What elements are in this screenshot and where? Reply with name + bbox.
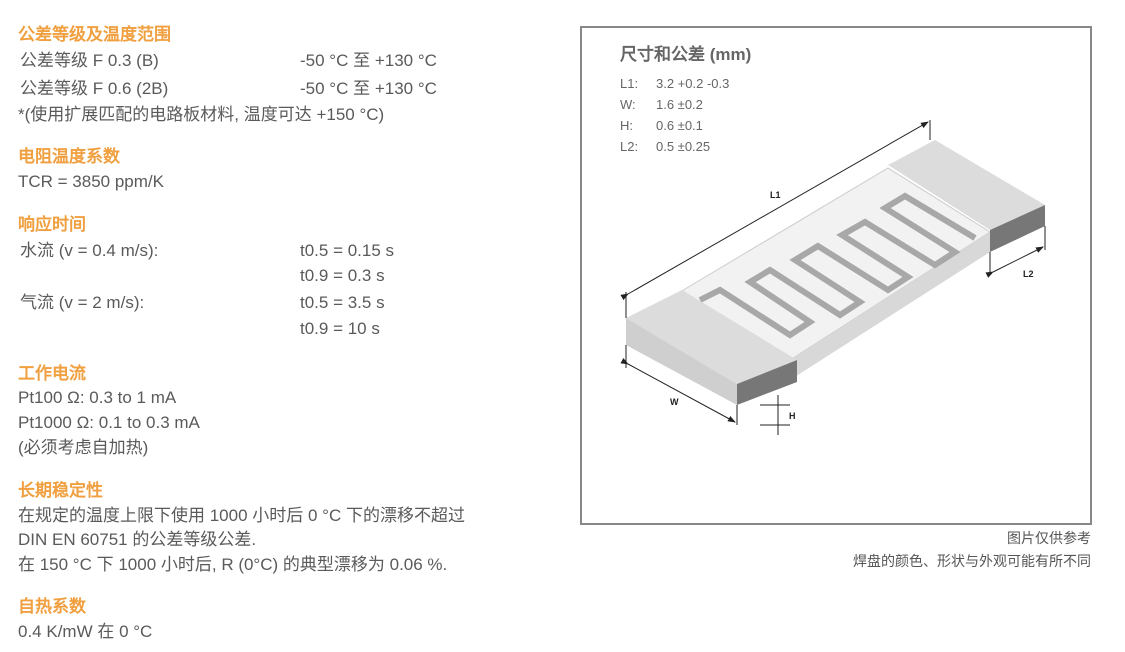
response-heading: 响应时间 [18, 215, 86, 234]
tolerance-value-2: -50 °C 至 +130 °C [300, 79, 437, 98]
air-t05: t0.5 = 3.5 s [300, 293, 385, 312]
water-label: 水流 (v = 0.4 m/s): [20, 241, 159, 260]
selfheat-value: 0.4 K/mW 在 0 °C [18, 622, 153, 641]
caption-line-2: 焊盘的颜色、形状与外观可能有所不同 [853, 553, 1091, 569]
tolerance-heading: 公差等级及温度范围 [18, 25, 171, 44]
label-w: W [670, 397, 679, 407]
tolerance-label-1: 公差等级 F 0.3 (B) [20, 51, 159, 70]
current-heading: 工作电流 [18, 364, 86, 383]
caption-line-1: 图片仅供参考 [1007, 530, 1091, 546]
diagram-title: 尺寸和公差 (mm) [620, 45, 752, 64]
tolerance-note: *(使用扩展匹配的电路板材料, 温度可达 +150 °C) [18, 105, 385, 124]
current-line: Pt1000 Ω: 0.1 to 0.3 mA [18, 413, 200, 432]
air-label: 气流 (v = 2 m/s): [20, 293, 145, 312]
tolerance-label-2: 公差等级 F 0.6 (2B) [20, 79, 169, 98]
label-l2: L2 [1023, 269, 1034, 279]
dim-w: W:1.6 ±0.2 [620, 97, 703, 112]
tolerance-value-1: -50 °C 至 +130 °C [300, 51, 437, 70]
stability-line: DIN EN 60751 的公差等级公差. [18, 530, 257, 549]
air-t09: t0.9 = 10 s [300, 319, 380, 338]
left-pad [626, 290, 797, 384]
selfheat-heading: 自热系数 [18, 597, 86, 616]
label-l1: L1 [770, 190, 781, 200]
current-line: Pt100 Ω: 0.3 to 1 mA [18, 388, 177, 407]
water-t05: t0.5 = 0.15 s [300, 241, 395, 260]
water-t09: t0.9 = 0.3 s [300, 266, 385, 285]
stability-line: 在规定的温度上限下使用 1000 小时后 0 °C 下的漂移不超过 [18, 506, 465, 525]
dim-l1: L1:3.2 +0.2 -0.3 [620, 76, 730, 91]
tcr-value: TCR = 3850 ppm/K [18, 172, 164, 191]
label-h: H [789, 411, 796, 421]
dimension-diagram: 尺寸和公差 (mm) L1:3.2 +0.2 -0.3 W:1.6 ±0.2 H… [580, 26, 1092, 525]
current-line: (必须考虑自加热) [18, 438, 149, 457]
tcr-heading: 电阻温度系数 [18, 147, 120, 166]
stability-line: 在 150 °C 下 1000 小时后, R (0°C) 的典型漂移为 0.06… [18, 555, 448, 574]
stability-heading: 长期稳定性 [18, 481, 103, 500]
